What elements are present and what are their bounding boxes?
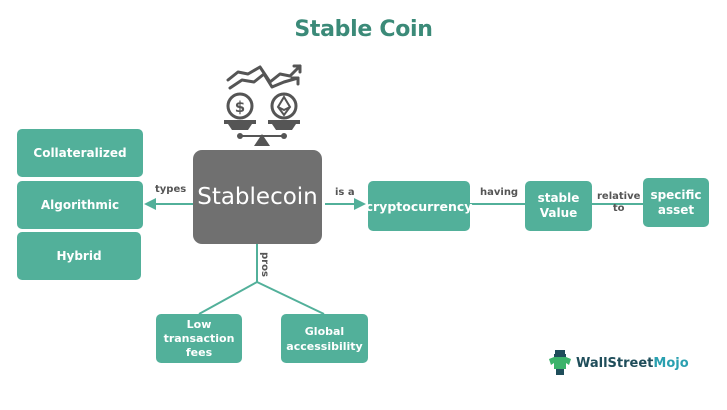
- type-collateralized: Collateralized: [17, 129, 143, 177]
- pro-line: fees: [185, 345, 213, 359]
- type-hybrid: Hybrid: [17, 232, 141, 280]
- pro-line: Global: [304, 324, 345, 338]
- page-title: Stable Coin: [294, 17, 433, 42]
- stable-value-line1: stable: [537, 191, 580, 205]
- edge-label-pros: pros: [259, 252, 270, 277]
- brand-name-part2: Mojo: [653, 355, 689, 371]
- pro-line: Low: [186, 317, 212, 331]
- type-algorithmic: Algorithmic: [17, 181, 143, 229]
- edge-label-types: types: [155, 184, 187, 195]
- stable-value-node: stable Value: [525, 181, 592, 231]
- specific-asset-line1: specific: [650, 187, 702, 202]
- specific-asset-node: specific asset: [643, 178, 709, 227]
- pro-line: accessibility: [286, 339, 363, 353]
- edge-label-is-a: is a: [335, 187, 355, 198]
- edge-label-relative-line1: relative: [597, 191, 641, 202]
- stablecoin-node: Stablecoin: [193, 150, 322, 244]
- brand-name-part1: WallStreet: [576, 355, 654, 371]
- edge-label-relative-to: relative to: [597, 191, 640, 215]
- pro-line: transaction: [163, 331, 235, 345]
- edge-label-relative-line2: to: [612, 203, 625, 214]
- stable-value-line2: Value: [539, 206, 578, 220]
- mojo-mascot-icon: [549, 350, 571, 375]
- cryptocurrency-node: cryptocurrency: [366, 181, 472, 231]
- balance-scale-icon: $: [224, 64, 302, 146]
- edge-label-having: having: [480, 187, 519, 198]
- pro-low-transaction-fees: Low transaction fees: [156, 314, 242, 363]
- wallstreetmojo-logo: WallStreetMojo: [548, 349, 689, 377]
- svg-text:$: $: [235, 98, 245, 116]
- pro-global-accessibility: Global accessibility: [281, 314, 368, 363]
- brand-name: WallStreetMojo: [576, 356, 689, 371]
- specific-asset-line2: asset: [657, 202, 695, 217]
